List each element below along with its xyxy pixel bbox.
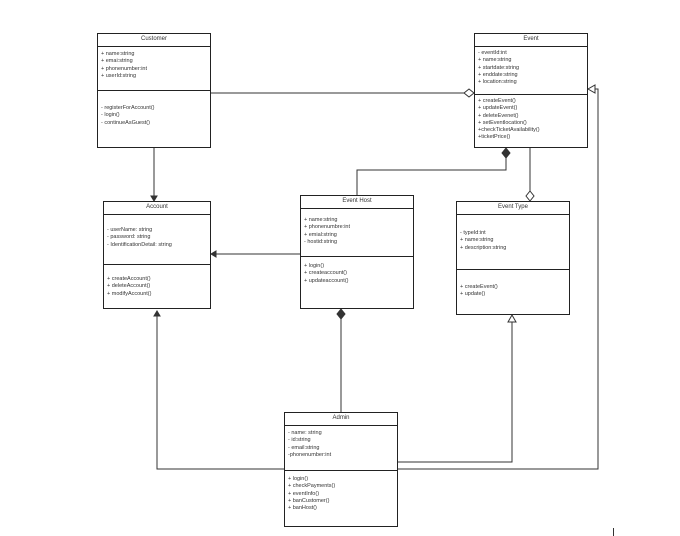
methods-section: + login() + createaccount() + updateacco… <box>301 257 413 285</box>
attribute: - eventId:int <box>478 50 507 56</box>
attribute: + enddate:string <box>478 71 518 78</box>
class-title: Account <box>104 202 210 215</box>
attributes-section: - name: string - id:string - email:strin… <box>285 426 397 471</box>
method: + createaccount() <box>304 270 347 277</box>
attributes-section: - typeId:int + name:string + description… <box>457 215 569 270</box>
attribute: - email:string <box>288 444 320 451</box>
class-title: Event <box>475 34 587 47</box>
method: + deleteAccount() <box>107 283 151 290</box>
attribute: + phonenumbre:int <box>304 224 351 231</box>
methods-section: + createEvent() + update() <box>457 270 569 299</box>
attribute: - password: string <box>107 234 151 241</box>
method: +ticketPrice() <box>478 134 511 141</box>
composition-diamond-event <box>501 147 511 159</box>
attributes-section: - eventId:int + name:string + startdate:… <box>475 47 587 95</box>
triangle-head-eventtype <box>507 313 517 323</box>
method: + update() <box>460 291 486 298</box>
attribute: - typeId:int <box>460 230 486 236</box>
attributes-section: + name:string + phonenumbre:int + emial:… <box>301 209 413 257</box>
triangle-head-event <box>586 84 596 94</box>
connector-admin-event <box>398 88 599 470</box>
methods-section: + createEvent() + updateEvent() + delete… <box>475 95 587 142</box>
method: + banCustomer() <box>288 497 330 504</box>
attribute: + name:string <box>478 57 512 64</box>
methods-section: + createAccount() + deleteAccount() + mo… <box>104 265 210 298</box>
attribute: + location:string <box>478 79 517 86</box>
methods-section: - registerForAccount() - login() - conti… <box>98 91 210 127</box>
class-account[interactable]: Account - userName: string - password: s… <box>103 201 211 309</box>
method: +checkTicketAvailability() <box>478 127 540 134</box>
class-customer[interactable]: Customer + name:string + emai:string + p… <box>97 33 211 148</box>
method: - registerForAccount() <box>101 105 155 111</box>
attribute: - hostid:string <box>304 238 338 245</box>
method: + banHost() <box>288 505 317 512</box>
aggregation-diamond-event <box>463 88 475 98</box>
attribute: - id:string <box>288 437 311 444</box>
arrow-head-host-account <box>210 250 217 258</box>
class-event-host[interactable]: Event Host + name:string + phonenumbre:i… <box>300 195 414 309</box>
attribute: + phonenumber:int <box>101 65 148 72</box>
connector-admin-eventtype <box>398 322 513 463</box>
method: + updateaccount() <box>304 277 349 284</box>
attribute: + description:string <box>460 244 507 251</box>
attribute: + emial:string <box>304 231 337 238</box>
attribute: - IdentificationDetail: string <box>107 241 172 248</box>
attribute: + startdate:string <box>478 64 520 71</box>
methods-section: + login() + checkPayments() + eventInfo(… <box>285 471 397 512</box>
method: + checkPayments() <box>288 483 336 490</box>
method: + modifyAccount() <box>107 290 152 297</box>
attribute: - name: string <box>288 430 322 436</box>
attribute: + emai:string <box>101 58 133 65</box>
attributes-section: + name:string + emai:string + phonenumbe… <box>98 47 210 91</box>
method: - continueAsGuest() <box>101 119 150 126</box>
method: + updateEvent() <box>478 105 518 112</box>
method: + createAccount() <box>107 276 151 282</box>
text-cursor-mark <box>613 528 614 536</box>
method: + login() <box>288 476 309 482</box>
composition-diamond-host <box>336 308 346 320</box>
attribute: + name:string <box>101 51 135 57</box>
class-event-type[interactable]: Event Type - typeId:int + name:string + … <box>456 201 570 315</box>
method: + eventInfo() <box>288 490 320 497</box>
method: + createEvent() <box>460 284 498 290</box>
connector-host-event <box>356 158 507 195</box>
attribute: -phonenumber:int <box>288 451 332 458</box>
attribute: + userId:string <box>101 72 137 79</box>
method: + deleteEvenet() <box>478 112 519 119</box>
method: + setEventlocation() <box>478 119 527 126</box>
connector-admin-account <box>156 316 284 470</box>
arrow-head-customer-account <box>150 195 158 202</box>
method: + createEvent() <box>478 98 516 104</box>
class-title: Event Type <box>457 202 569 215</box>
class-title: Admin <box>285 413 397 426</box>
method: - login() <box>101 112 120 119</box>
class-event[interactable]: Event - eventId:int + name:string + star… <box>474 33 588 148</box>
class-title: Event Host <box>301 196 413 209</box>
attribute: - userName: string <box>107 227 153 233</box>
method: + login() <box>304 263 325 269</box>
arrow-head-admin-account <box>153 310 161 317</box>
class-title: Customer <box>98 34 210 47</box>
attribute: + name:string <box>460 237 494 244</box>
attribute: + name:string <box>304 217 338 223</box>
class-admin[interactable]: Admin - name: string - id:string - email… <box>284 412 398 527</box>
attributes-section: - userName: string - password: string - … <box>104 215 210 265</box>
aggregation-diamond-eventtype <box>525 190 535 202</box>
